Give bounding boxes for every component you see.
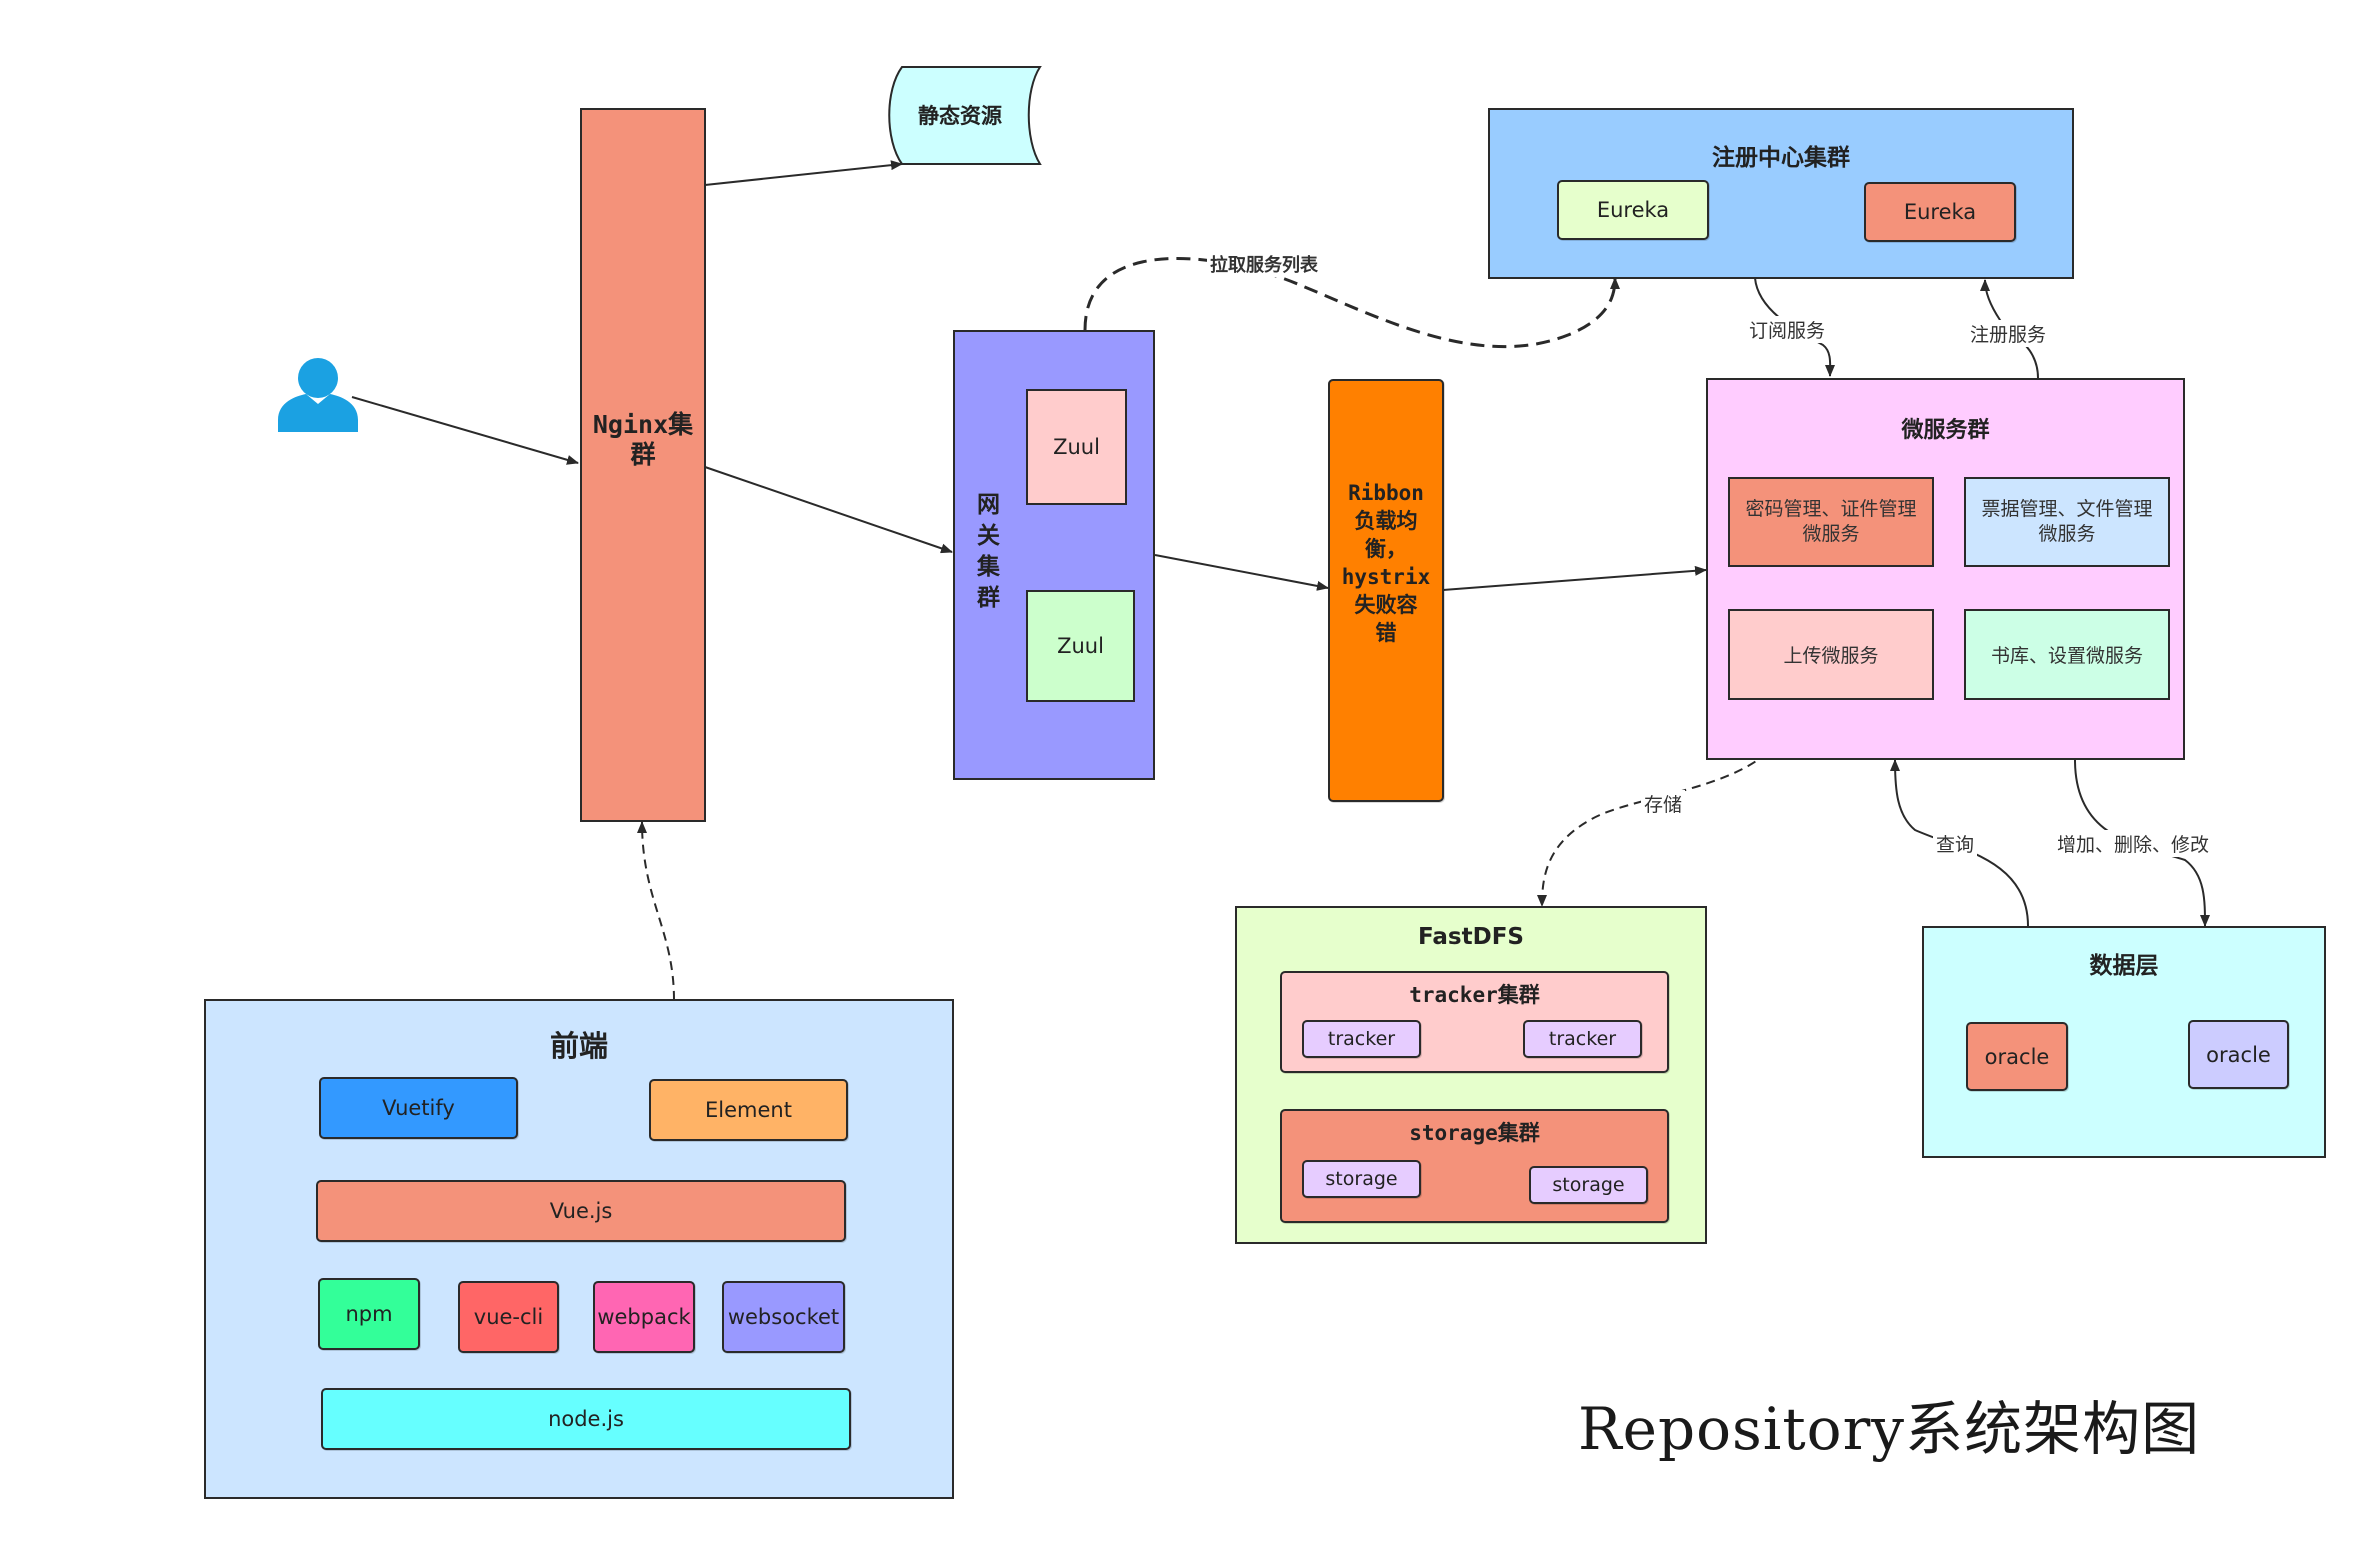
- registry-cluster[interactable]: 注册中心集群 Eureka Eureka: [1488, 108, 2074, 279]
- storage-node-1[interactable]: storage: [1302, 1160, 1421, 1198]
- vuetify-block[interactable]: Vuetify: [319, 1077, 518, 1139]
- static-resource-shape: [888, 66, 1042, 165]
- edge-nginx-static: [704, 160, 903, 186]
- eureka-node-2[interactable]: Eureka: [1864, 182, 2016, 242]
- edge-label-subscribe: 订阅服务: [1746, 316, 1829, 343]
- edge-label-store: 存储: [1641, 790, 1686, 817]
- gateway-cluster[interactable]: 网 关 集 群 Zuul Zuul: [953, 330, 1155, 780]
- tracker-cluster-title: tracker集群: [1409, 983, 1540, 1007]
- zuul-node-1[interactable]: Zuul: [1026, 389, 1127, 505]
- edge-query: [1890, 759, 2029, 927]
- storage-cluster[interactable]: storage集群 storage storage: [1280, 1109, 1669, 1223]
- websocket-block[interactable]: websocket: [722, 1281, 845, 1353]
- edge-user-nginx: [351, 396, 579, 465]
- tracker-cluster[interactable]: tracker集群 tracker tracker: [1280, 971, 1669, 1073]
- password-cert-service[interactable]: 密码管理、证件管理 微服务: [1728, 477, 1934, 567]
- eureka-node-1[interactable]: Eureka: [1557, 180, 1709, 240]
- fastdfs-title: FastDFS: [1418, 924, 1524, 950]
- edge-nginx-gateway: [704, 466, 953, 554]
- vue-cli-block[interactable]: vue-cli: [458, 1281, 559, 1353]
- ribbon-hystrix-label: Ribbon 负载均 衡， hystrix 失败容 错: [1341, 481, 1431, 645]
- data-layer-title: 数据层: [2089, 953, 2159, 979]
- storage-node-2[interactable]: storage: [1529, 1166, 1648, 1204]
- bill-file-service[interactable]: 票据管理、文件管理 微服务: [1964, 477, 2170, 567]
- frontend-panel[interactable]: 前端 Vuetify Element Vue.js npm vue-cli we…: [204, 999, 954, 1499]
- fastdfs-panel[interactable]: FastDFS tracker集群 tracker tracker storag…: [1235, 906, 1707, 1244]
- nginx-cluster[interactable]: Nginx集 群: [580, 108, 706, 822]
- edge-label-register: 注册服务: [1967, 320, 2050, 347]
- frontend-title: 前端: [549, 1029, 608, 1063]
- tracker-node-1[interactable]: tracker: [1302, 1020, 1421, 1058]
- user-icon: [278, 358, 358, 432]
- library-settings-service[interactable]: 书库、设置微服务: [1964, 609, 2170, 700]
- edge-frontend-nginx: [637, 821, 675, 1001]
- oracle-node-1[interactable]: oracle: [1966, 1022, 2068, 1091]
- edge-label-query: 查询: [1933, 830, 1978, 857]
- tracker-node-2[interactable]: tracker: [1523, 1020, 1642, 1058]
- webpack-block[interactable]: webpack: [593, 1281, 695, 1353]
- microservice-cluster[interactable]: 微服务群 密码管理、证件管理 微服务 票据管理、文件管理 微服务 上传微服务 书…: [1706, 378, 2185, 760]
- element-block[interactable]: Element: [649, 1079, 848, 1141]
- data-layer-panel[interactable]: 数据层 oracle oracle: [1922, 926, 2326, 1158]
- gateway-cluster-label: 网 关 集 群: [977, 492, 1000, 611]
- edge-store: [1537, 699, 1793, 907]
- vuejs-block[interactable]: Vue.js: [316, 1180, 846, 1242]
- nginx-cluster-label: Nginx集 群: [592, 410, 694, 469]
- edge-label-modify: 增加、删除、修改: [2054, 830, 2213, 857]
- edge-ribbon-micro: [1442, 565, 1707, 591]
- edge-label-pull-list: 拉取服务列表: [1207, 251, 1321, 277]
- storage-cluster-title: storage集群: [1409, 1121, 1540, 1145]
- npm-block[interactable]: npm: [318, 1278, 420, 1350]
- registry-cluster-title: 注册中心集群: [1712, 145, 1850, 171]
- edge-gateway-ribbon: [1154, 554, 1329, 591]
- oracle-node-2[interactable]: oracle: [2188, 1020, 2289, 1089]
- zuul-node-2[interactable]: Zuul: [1026, 590, 1135, 702]
- diagram-title: Repository系统架构图: [1578, 1395, 2201, 1463]
- static-resource-label: 静态资源: [918, 104, 1002, 128]
- microservice-cluster-title: 微服务群: [1901, 418, 1990, 443]
- nodejs-block[interactable]: node.js: [321, 1388, 851, 1450]
- upload-service[interactable]: 上传微服务: [1728, 609, 1934, 700]
- edge-pull-list: [1083, 256, 1620, 349]
- ribbon-hystrix[interactable]: Ribbon 负载均 衡， hystrix 失败容 错: [1328, 379, 1444, 802]
